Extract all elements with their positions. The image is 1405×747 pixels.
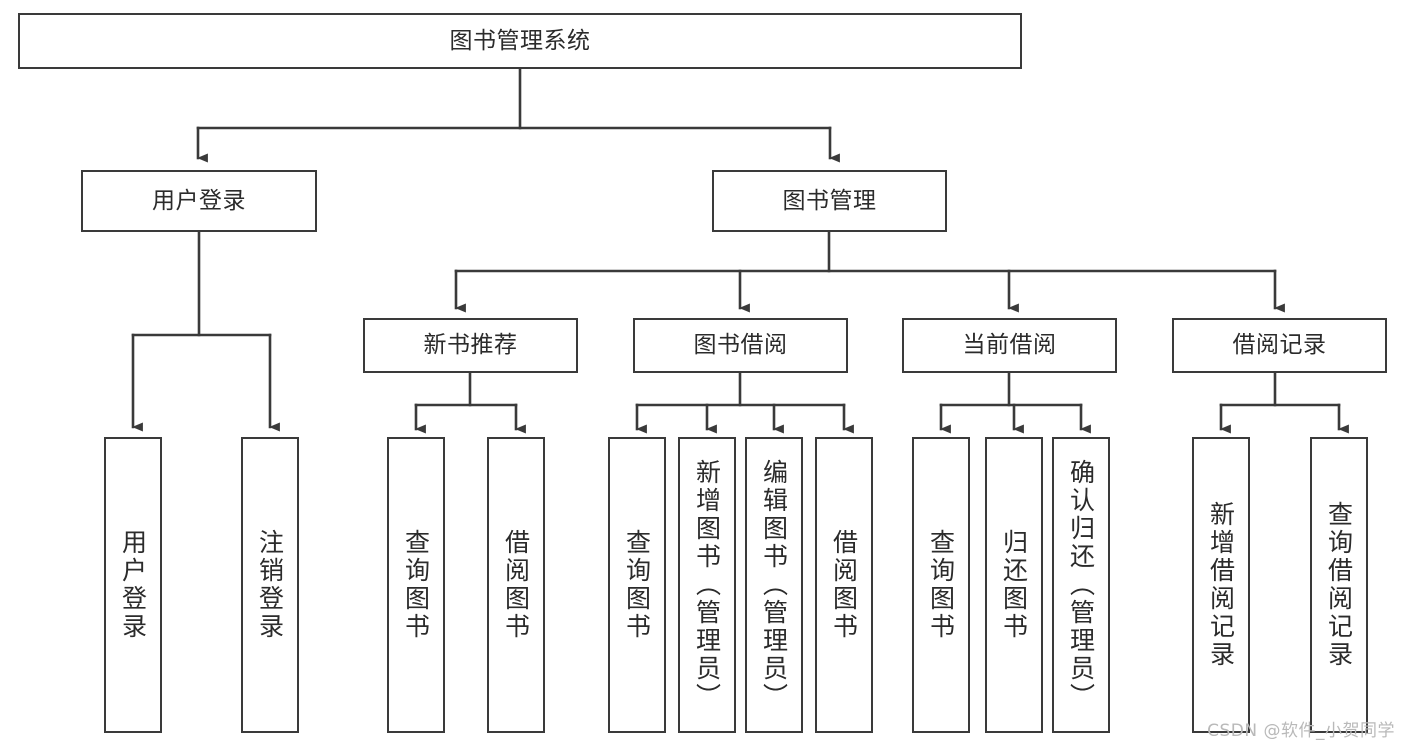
leaf-query-book[interactable]: 查询图书 <box>608 437 666 733</box>
leaf-add-borrow-record-label: 新增借阅记录 <box>1206 501 1236 669</box>
node-book-borrow-label: 图书借阅 <box>693 332 788 359</box>
leaf-add-book-label: 新增图书（管理员） <box>692 459 722 711</box>
leaf-query-book-current-label: 查询图书 <box>926 529 956 641</box>
node-user-login-label: 用户登录 <box>152 187 246 214</box>
leaf-query-book-recommend[interactable]: 查询图书 <box>387 437 445 733</box>
node-new-book-recommend[interactable]: 新书推荐 <box>363 318 578 373</box>
leaf-query-book-current[interactable]: 查询图书 <box>912 437 970 733</box>
leaf-user-login[interactable]: 用户登录 <box>104 437 162 733</box>
node-current-borrow-label: 当前借阅 <box>962 332 1057 359</box>
watermark-text: CSDN @软件_小贺同学 <box>1207 721 1395 741</box>
node-new-book-recommend-label: 新书推荐 <box>423 332 518 359</box>
leaf-return-book-label: 归还图书 <box>999 529 1029 641</box>
node-root-label: 图书管理系统 <box>449 27 591 54</box>
leaf-user-logout-label: 注销登录 <box>255 529 285 641</box>
node-borrow-record-label: 借阅记录 <box>1232 332 1327 359</box>
node-borrow-record[interactable]: 借阅记录 <box>1172 318 1387 373</box>
leaf-edit-book-label: 编辑图书（管理员） <box>759 459 789 711</box>
leaf-borrow-book-label: 借阅图书 <box>829 529 859 641</box>
leaf-add-borrow-record[interactable]: 新增借阅记录 <box>1192 437 1250 733</box>
leaf-borrow-book-recommend[interactable]: 借阅图书 <box>487 437 545 733</box>
leaf-query-book-label: 查询图书 <box>622 529 652 641</box>
leaf-query-borrow-record[interactable]: 查询借阅记录 <box>1310 437 1368 733</box>
leaf-query-borrow-record-label: 查询借阅记录 <box>1324 501 1354 669</box>
leaf-borrow-book-recommend-label: 借阅图书 <box>501 529 531 641</box>
leaf-return-book[interactable]: 归还图书 <box>985 437 1043 733</box>
node-current-borrow[interactable]: 当前借阅 <box>902 318 1117 373</box>
node-book-manage[interactable]: 图书管理 <box>712 170 947 232</box>
leaf-add-book[interactable]: 新增图书（管理员） <box>678 437 736 733</box>
leaf-user-login-label: 用户登录 <box>118 529 148 641</box>
leaf-confirm-return[interactable]: 确认归还（管理员） <box>1052 437 1110 733</box>
leaf-edit-book[interactable]: 编辑图书（管理员） <box>745 437 803 733</box>
leaf-query-book-recommend-label: 查询图书 <box>401 529 431 641</box>
leaf-user-logout[interactable]: 注销登录 <box>241 437 299 733</box>
node-root[interactable]: 图书管理系统 <box>18 13 1022 69</box>
node-user-login[interactable]: 用户登录 <box>81 170 317 232</box>
node-book-borrow[interactable]: 图书借阅 <box>633 318 848 373</box>
leaf-confirm-return-label: 确认归还（管理员） <box>1066 459 1096 711</box>
node-book-manage-label: 图书管理 <box>782 187 877 214</box>
leaf-borrow-book[interactable]: 借阅图书 <box>815 437 873 733</box>
